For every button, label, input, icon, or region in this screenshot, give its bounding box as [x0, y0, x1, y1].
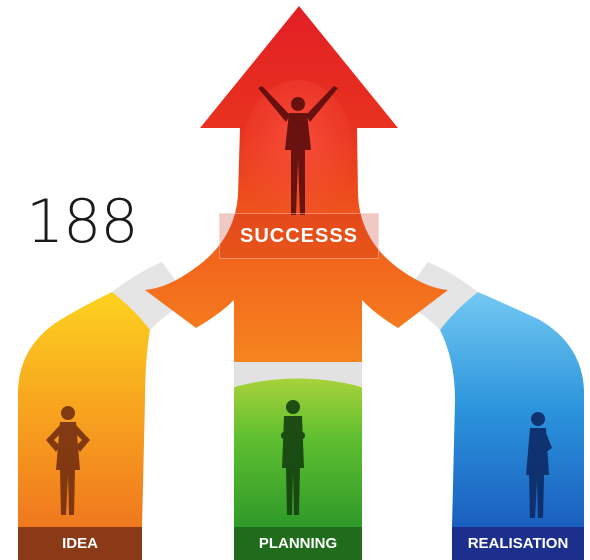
person-arms-raised-icon — [258, 86, 338, 215]
planning-label: PLANNING — [234, 527, 362, 560]
realisation-arrow — [440, 292, 584, 527]
person-hands-on-hips-icon — [46, 406, 90, 515]
idea-label: IDEA — [18, 527, 142, 560]
realisation-label: REALISATION — [452, 527, 584, 560]
idea-arrow — [18, 292, 150, 527]
person-arms-crossed-icon — [281, 400, 305, 515]
person-hand-on-chin-icon — [526, 412, 552, 518]
figure-number: 188 — [26, 187, 139, 257]
idea-connector — [112, 262, 190, 330]
success-label: SUCCESSS — [219, 213, 379, 259]
